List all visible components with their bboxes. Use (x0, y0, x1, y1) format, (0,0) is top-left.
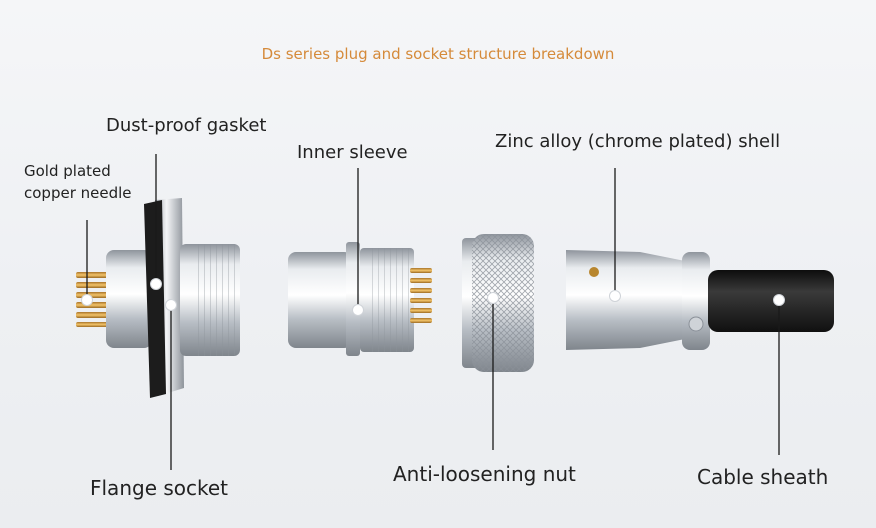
label-shell: Zinc alloy (chrome plated) shell (495, 131, 781, 152)
label-flange-socket: Flange socket (90, 476, 229, 500)
label-gold-needle-line1: Gold plated (24, 162, 111, 180)
leader-lines (86, 154, 780, 470)
label-gold-needle-line2: copper needle (24, 184, 132, 202)
gold-pins-right (410, 268, 432, 323)
diagram-title: Ds series plug and socket structure brea… (261, 45, 615, 63)
label-dust-gasket: Dust-proof gasket (106, 115, 267, 136)
flange-socket-part (76, 198, 240, 398)
shell-part (566, 250, 710, 350)
label-cable-sheath: Cable sheath (697, 465, 829, 489)
cable-sheath-part (708, 270, 834, 332)
label-markers (81, 278, 785, 316)
nut-part (462, 234, 534, 372)
label-inner-sleeve: Inner sleeve (297, 142, 408, 163)
label-gold-needle: Gold plated copper needle (24, 160, 132, 204)
inner-sleeve-part (288, 242, 432, 356)
label-nut: Anti-loosening nut (393, 462, 576, 486)
